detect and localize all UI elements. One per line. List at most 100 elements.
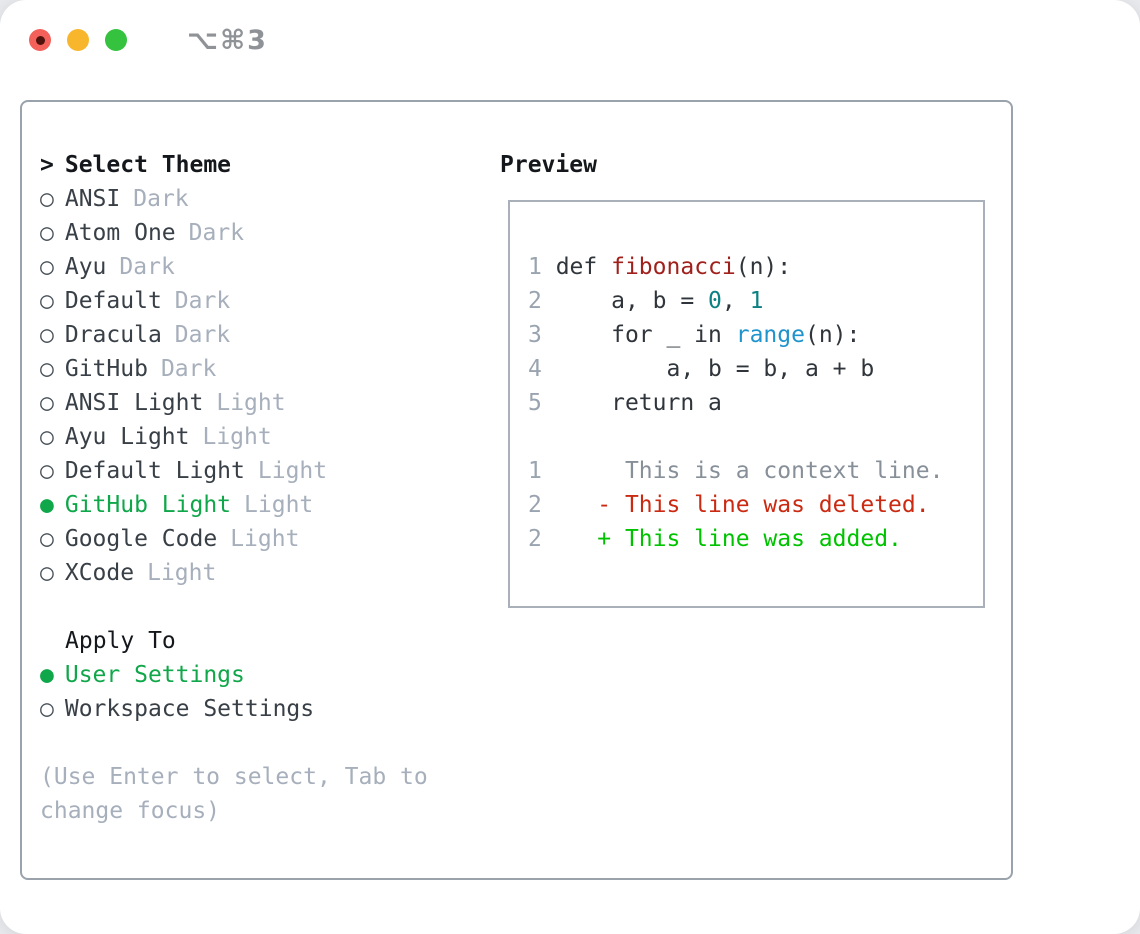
- theme-option-xcode[interactable]: ○ XCode Light: [40, 556, 500, 590]
- focus-pointer-icon: >: [40, 152, 54, 178]
- preview-code-line: 3 for _ in range(n):: [528, 318, 983, 352]
- theme-option-dracula[interactable]: ○ Dracula Dark: [40, 318, 500, 352]
- theme-variant-tag: Dark: [160, 356, 217, 382]
- theme-option-ansi[interactable]: ○ ANSI Dark: [40, 182, 500, 216]
- option-label: ANSI Light: [64, 390, 204, 416]
- apply-to-option-list: ● User Settings ○ Workspace Settings: [40, 658, 500, 726]
- preview-blank-line: [528, 420, 983, 454]
- radio-icon: ○: [40, 220, 54, 246]
- theme-option-github[interactable]: ○ GitHub Dark: [40, 352, 500, 386]
- radio-icon: ○: [40, 356, 54, 382]
- radio-icon: ○: [40, 560, 54, 586]
- code-token-code: a, b = b, a + b: [541, 356, 875, 382]
- select-theme-label: Select Theme: [64, 152, 232, 178]
- code-token-code: a, b =: [541, 288, 709, 314]
- option-label: User Settings: [64, 662, 245, 688]
- code-token-code: ,: [721, 288, 750, 314]
- preview-header: Preview: [500, 152, 597, 178]
- radio-icon: ○: [40, 254, 54, 280]
- theme-option-default-light[interactable]: ○ Default Light Light: [40, 454, 500, 488]
- code-token-code: for _ in: [541, 322, 736, 348]
- radio-icon: ○: [40, 186, 54, 212]
- theme-option-github-light[interactable]: ● GitHub Light Light: [40, 488, 500, 522]
- hint-line-1: (Use Enter to select, Tab to: [40, 764, 428, 790]
- code-token-deleted: - This line was deleted.: [597, 492, 930, 518]
- theme-variant-tag: Light: [257, 458, 328, 484]
- theme-variant-tag: Light: [147, 560, 217, 586]
- line-number: 1: [528, 254, 542, 280]
- code-token-code: return a: [541, 390, 722, 416]
- preview-code-line: 2 - This line was deleted.: [528, 488, 983, 522]
- radio-icon: ○: [40, 288, 54, 314]
- line-number: 5: [528, 390, 542, 416]
- radio-selected-icon: ●: [40, 662, 54, 688]
- theme-variant-tag: Dark: [133, 186, 189, 212]
- line-number: 4: [528, 356, 542, 382]
- line-number: 2: [528, 526, 542, 552]
- apply-to-section: Apply To ●User Settings○Workspace Settin…: [40, 624, 500, 726]
- option-label: Dracula: [64, 322, 162, 348]
- option-label: Ayu Light: [64, 424, 190, 450]
- option-label: GitHub: [64, 356, 148, 382]
- option-label: Workspace Settings: [64, 696, 315, 722]
- radio-selected-icon: ●: [40, 492, 54, 518]
- theme-option-google-code[interactable]: ○ Google Code Light: [40, 522, 500, 556]
- code-token-context: This is a context line.: [541, 458, 944, 484]
- code-token-number: 0: [708, 288, 722, 314]
- theme-option-ayu-light[interactable]: ○ Ayu Light Light: [40, 420, 500, 454]
- code-token-added: + This line was added.: [597, 526, 902, 552]
- code-token-code: [542, 526, 597, 552]
- option-label: Atom One: [64, 220, 176, 246]
- option-label: GitHub Light: [64, 492, 232, 518]
- code-token-builtin: range: [735, 322, 805, 348]
- select-theme-header: > Select Theme: [40, 148, 500, 182]
- line-number: 3: [528, 322, 542, 348]
- radio-icon: ○: [40, 424, 54, 450]
- hint-text: (Use Enter to select, Tab to change focu…: [40, 760, 500, 828]
- theme-variant-tag: Light: [244, 492, 314, 518]
- close-dot-icon: [35, 35, 45, 45]
- preview-code-line: 1 This is a context line.: [528, 454, 983, 488]
- option-label: XCode: [64, 560, 135, 586]
- theme-variant-tag: Light: [230, 526, 300, 552]
- option-label: ANSI: [64, 186, 121, 212]
- radio-icon: ○: [40, 526, 54, 552]
- theme-variant-tag: Dark: [174, 288, 231, 314]
- theme-variant-tag: Dark: [174, 322, 231, 348]
- title-bar: ⌥⌘3: [0, 0, 1140, 80]
- zoom-button[interactable]: [105, 29, 127, 51]
- preview-code-line: 1 def fibonacci(n):: [528, 250, 983, 284]
- code-token-code: [542, 492, 597, 518]
- theme-variant-tag: Dark: [188, 220, 245, 246]
- radio-icon: ○: [40, 696, 54, 722]
- preview-code-line: 2 a, b = 0, 1: [528, 284, 983, 318]
- code-token-function: fibonacci: [611, 254, 736, 280]
- radio-icon: ○: [40, 322, 54, 348]
- code-token-code: def: [541, 254, 612, 280]
- option-label: Default Light: [64, 458, 245, 484]
- apply-option-workspace-settings[interactable]: ○ Workspace Settings: [40, 692, 500, 726]
- preview-code-line: 4 a, b = b, a + b: [528, 352, 983, 386]
- preview-code-line: 5 return a: [528, 386, 983, 420]
- code-token-code: (n):: [804, 322, 861, 348]
- line-number: 2: [528, 492, 542, 518]
- minimize-button[interactable]: [67, 29, 89, 51]
- theme-option-atom-one[interactable]: ○ Atom One Dark: [40, 216, 500, 250]
- preview-code-line: 2 + This line was added.: [528, 522, 983, 556]
- hint-line-2: change focus): [40, 798, 221, 824]
- apply-option-user-settings[interactable]: ● User Settings: [40, 658, 500, 692]
- theme-variant-tag: Light: [202, 424, 272, 450]
- close-button[interactable]: [29, 29, 51, 51]
- line-number: 2: [528, 288, 542, 314]
- option-label: Ayu: [64, 254, 107, 280]
- line-number: 1: [528, 458, 542, 484]
- radio-icon: ○: [40, 458, 54, 484]
- option-label: Google Code: [64, 526, 218, 552]
